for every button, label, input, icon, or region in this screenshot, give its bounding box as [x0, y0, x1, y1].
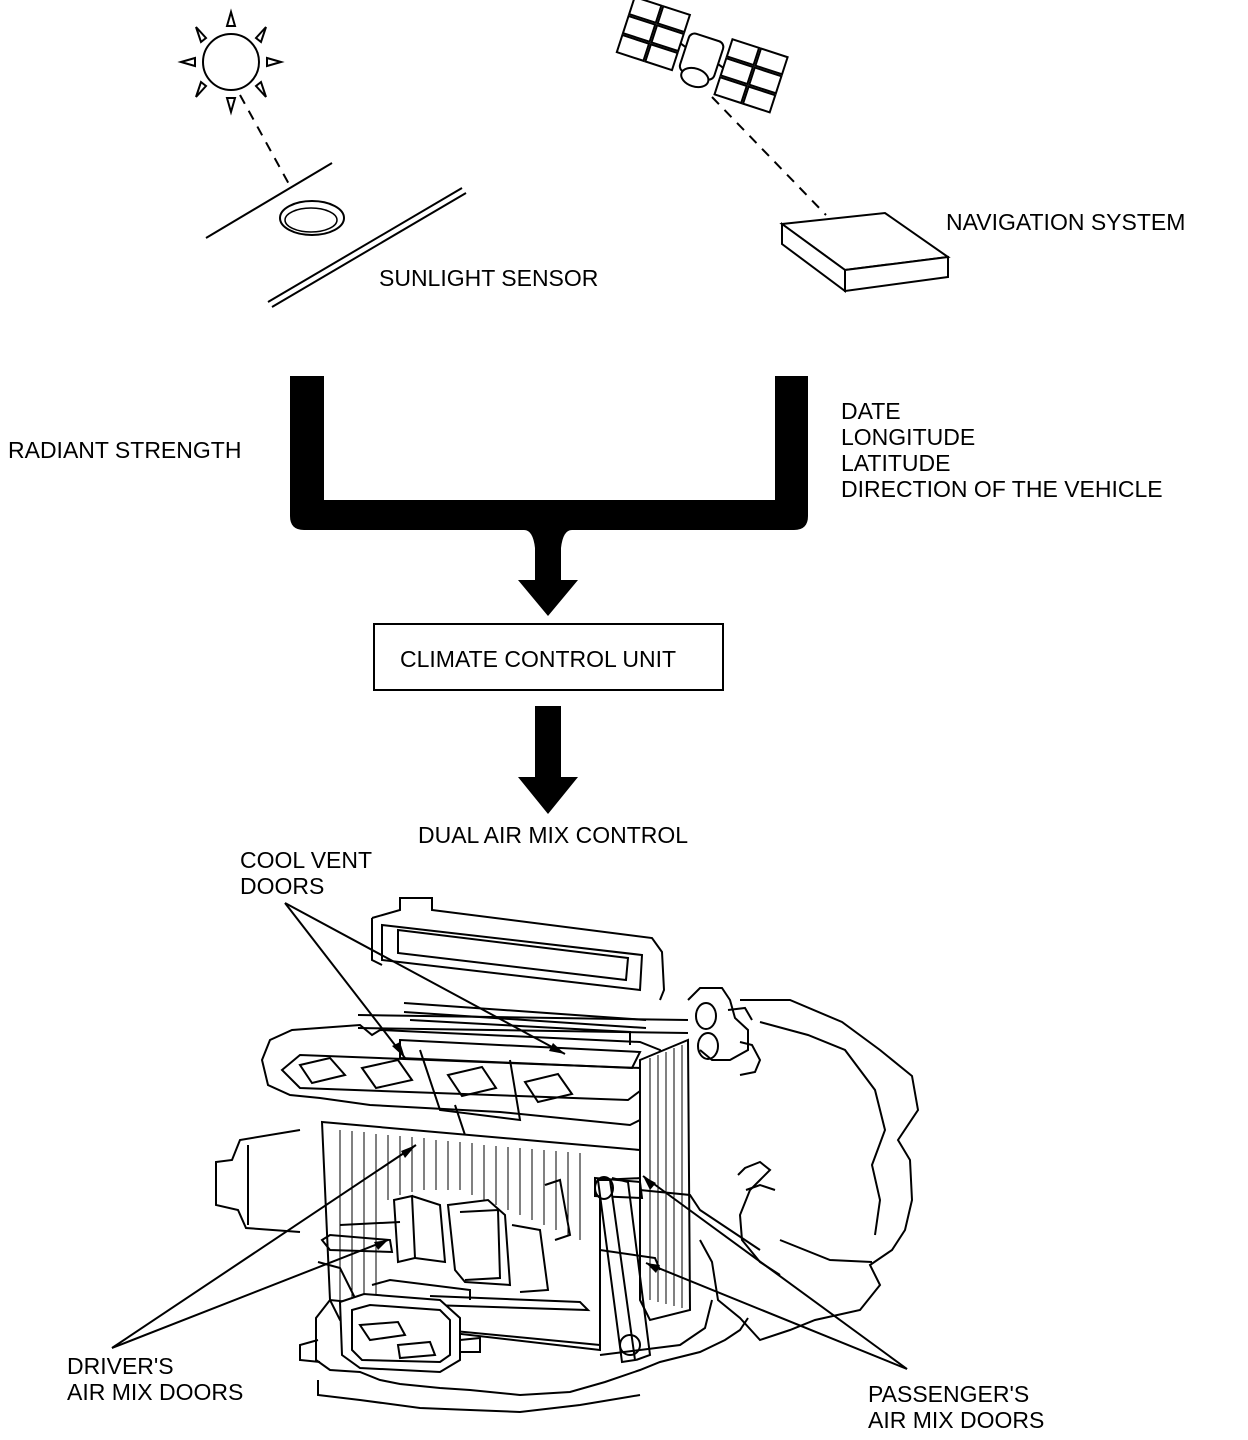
radiant-strength-label: RADIANT STRENGTH — [8, 437, 241, 463]
drivers-air-mix-doors-line2: AIR MIX DOORS — [67, 1379, 243, 1405]
navigation-system-label: NAVIGATION SYSTEM — [946, 209, 1185, 235]
drivers-air-mix-doors-label: DRIVER'S AIR MIX DOORS — [67, 1353, 243, 1405]
passengers-air-mix-doors-label: PASSENGER'S AIR MIX DOORS — [868, 1381, 1044, 1433]
callout-lines — [111, 902, 908, 1370]
nav-data-date: DATE — [841, 398, 901, 424]
callout-arrowheads — [374, 1042, 660, 1273]
drivers-air-mix-doors-line1: DRIVER'S — [67, 1353, 174, 1379]
climate-control-unit-box — [373, 623, 724, 691]
nav-data-latitude: LATITUDE — [841, 450, 950, 476]
satellite-icon — [615, 0, 789, 114]
flow-arrow — [290, 376, 808, 616]
passengers-air-mix-doors-line2: AIR MIX DOORS — [868, 1407, 1044, 1433]
hvac-unit-illustration — [215, 897, 920, 1414]
dual-air-mix-control-label: DUAL AIR MIX CONTROL — [418, 822, 688, 848]
nav-data-direction: DIRECTION OF THE VEHICLE — [841, 476, 1163, 502]
navigation-unit-icon — [779, 211, 951, 293]
sunlight-sensor-icon — [205, 162, 467, 308]
down-arrow — [518, 706, 578, 814]
nav-data-longitude: LONGITUDE — [841, 424, 975, 450]
passengers-air-mix-doors-line1: PASSENGER'S — [868, 1381, 1029, 1407]
navigation-data-list: DATE LONGITUDE LATITUDE DIRECTION OF THE… — [841, 398, 1163, 502]
cool-vent-doors-line1: COOL VENT — [240, 847, 372, 873]
sun-icon — [177, 8, 285, 116]
sunlight-sensor-label: SUNLIGHT SENSOR — [379, 265, 598, 291]
cool-vent-doors-line2: DOORS — [240, 873, 324, 899]
climate-control-unit-label: CLIMATE CONTROL UNIT — [400, 646, 676, 672]
cool-vent-doors-label: COOL VENT DOORS — [240, 847, 372, 899]
